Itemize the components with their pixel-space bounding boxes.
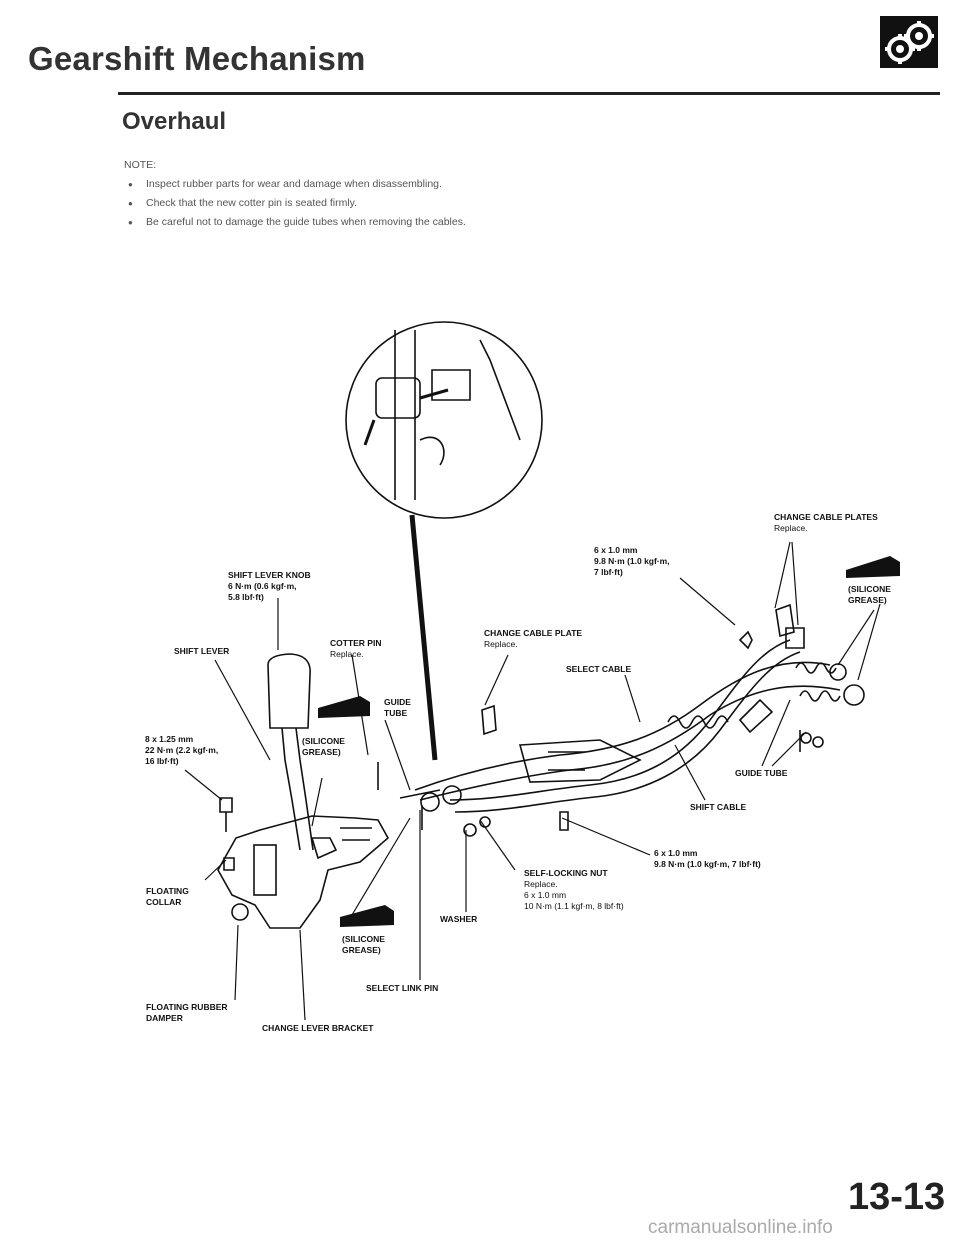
note-heading: NOTE:	[124, 159, 157, 171]
note-item: Be careful not to damage the guide tubes…	[128, 213, 466, 232]
label-guide-tube-left: GUIDE TUBE	[384, 697, 411, 718]
label-bolt-left: 8 x 1.25 mm 22 N·m (2.2 kgf·m, 16 lbf·ft…	[145, 734, 219, 766]
label-bolt-mid: 6 x 1.0 mm 9.8 N·m (1.0 kgf·m, 7 lbf·ft)	[654, 848, 761, 869]
section-title: Overhaul	[122, 108, 227, 135]
note-list: Inspect rubber parts for wear and damage…	[124, 175, 466, 232]
header-rule	[118, 92, 940, 95]
label-floating-collar: FLOATING COLLAR	[146, 886, 189, 907]
label-silicone-grease-mid: (SILICONE GREASE)	[302, 736, 345, 757]
label-shift-lever-knob: SHIFT LEVER KNOB 6 N·m (0.6 kgf·m, 5.8 l…	[228, 570, 311, 602]
label-shift-lever: SHIFT LEVER	[174, 646, 230, 656]
label-bolt-top: 6 x 1.0 mm 9.8 N·m (1.0 kgf·m, 7 lbf·ft)	[594, 545, 670, 577]
label-select-link-pin: SELECT LINK PIN	[366, 983, 439, 993]
note-item: Check that the new cotter pin is seated …	[128, 194, 466, 213]
label-shift-cable: SHIFT CABLE	[690, 802, 747, 812]
page-number: 13-13	[848, 1176, 946, 1218]
watermark: carmanualsonline.info	[648, 1217, 833, 1238]
label-floating-rubber-damper: FLOATING RUBBER DAMPER	[146, 1002, 228, 1023]
grease-tube-icons	[318, 556, 900, 927]
label-silicone-grease-right: (SILICONE GREASE)	[848, 584, 891, 605]
notes-block: NOTE: Inspect rubber parts for wear and …	[124, 156, 466, 232]
note-item: Inspect rubber parts for wear and damage…	[128, 175, 466, 194]
page-title: Gearshift Mechanism	[28, 40, 366, 77]
label-washer: WASHER	[440, 914, 478, 924]
change-lever-bracket-shape	[217, 815, 390, 929]
detail-inset-circle	[345, 321, 543, 519]
label-guide-tube-right: GUIDE TUBE	[735, 768, 788, 778]
gears-icon	[880, 16, 938, 68]
label-silicone-grease-bottom: (SILICONE GREASE)	[342, 934, 385, 955]
shift-lever-knob-shape	[267, 653, 311, 729]
label-change-lever-bracket: CHANGE LEVER BRACKET	[262, 1023, 374, 1033]
label-select-cable: SELECT CABLE	[566, 664, 632, 674]
